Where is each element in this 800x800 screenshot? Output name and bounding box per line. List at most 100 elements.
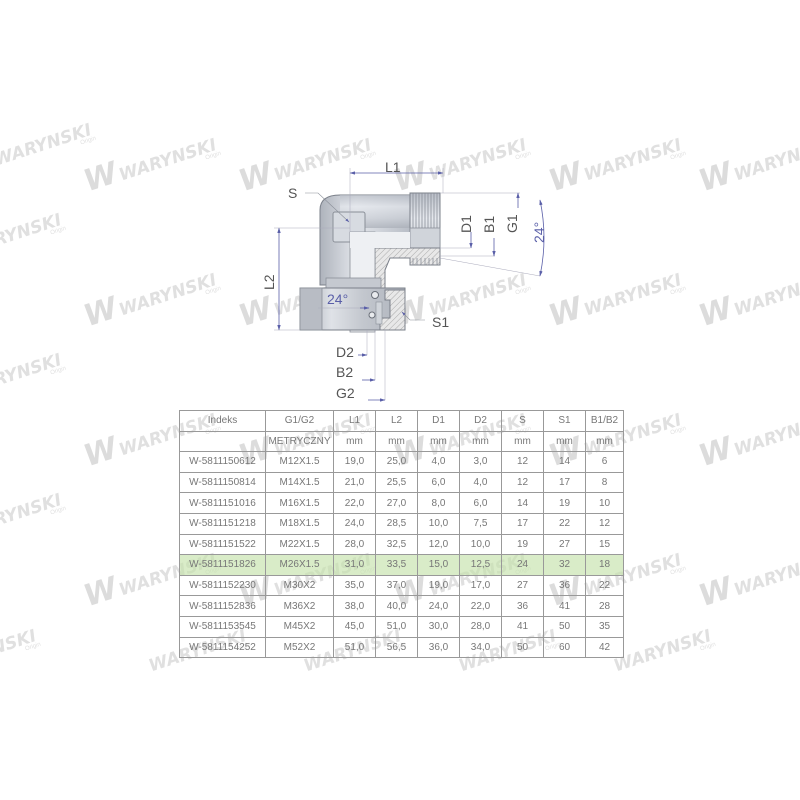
cell-d2: 17,0 <box>459 574 502 597</box>
label-S: S <box>288 185 297 201</box>
header-cell: S1 <box>543 410 586 432</box>
cell-l1: 21,0 <box>333 471 376 494</box>
label-angle-inner: 24° <box>327 291 348 307</box>
cell-s: 27 <box>501 574 544 597</box>
cell-l2: 28,5 <box>375 512 418 535</box>
cell-d1: 24,0 <box>417 595 460 617</box>
cell-s1: 32 <box>543 554 586 576</box>
cell-indeks: W-5811152836 <box>179 595 266 617</box>
cell-s: 36 <box>501 595 544 617</box>
cell-thread: M14X1.5 <box>265 471 334 494</box>
cell-l2: 37,0 <box>375 574 418 597</box>
cell-l1: 24,0 <box>333 512 376 535</box>
cell-indeks: W-5811154252 <box>179 636 266 659</box>
cell-indeks: W-5811152230 <box>179 574 266 597</box>
unit-cell: mm <box>543 430 586 453</box>
cell-l1: 35,0 <box>333 574 376 597</box>
cell-d2: 3,0 <box>459 451 502 473</box>
cell-d2: 12,5 <box>459 554 502 576</box>
cell-thread: M36X2 <box>265 595 334 617</box>
cell-l1: 28,0 <box>333 533 376 556</box>
label-L1: L1 <box>385 159 401 175</box>
cell-l2: 51,0 <box>375 615 418 638</box>
cell-thread: M22X1.5 <box>265 533 334 556</box>
spec-table: Indeks G1/G2 L1 L2 D1 D2 S S1 B1/B2 METR… <box>179 410 624 659</box>
cell-d2: 6,0 <box>459 492 502 514</box>
label-L2: L2 <box>261 274 277 290</box>
cell-s1: 60 <box>543 636 586 659</box>
table-row: W-5811152836 M36X2 38,0 40,0 24,0 22,0 3… <box>179 595 624 617</box>
cell-l1: 38,0 <box>333 595 376 617</box>
cell-l2: 33,5 <box>375 554 418 576</box>
header-cell: D2 <box>459 410 502 432</box>
label-G1: G1 <box>504 214 520 233</box>
fitting-diagram: L1 S L2 D1 B1 G1 S1 D2 B2 G2 24° 24° <box>261 159 547 402</box>
cell-s: 14 <box>501 492 544 514</box>
label-D2: D2 <box>336 344 354 360</box>
cell-indeks: W-5811151218 <box>179 512 266 535</box>
unit-cell: mm <box>375 430 418 453</box>
cell-b1b2: 15 <box>585 533 624 556</box>
cell-indeks: W-5811151522 <box>179 533 266 556</box>
cell-b1b2: 6 <box>585 451 624 473</box>
cell-l1: 31,0 <box>333 554 376 576</box>
cell-l2: 56,5 <box>375 636 418 659</box>
cell-s1: 17 <box>543 471 586 494</box>
cell-s: 17 <box>501 512 544 535</box>
cell-thread: M30X2 <box>265 574 334 597</box>
cell-d1: 10,0 <box>417 512 460 535</box>
header-cell: S <box>501 410 544 432</box>
unit-cell: mm <box>501 430 544 453</box>
cell-s1: 19 <box>543 492 586 514</box>
cell-s: 24 <box>501 554 544 576</box>
cell-d1: 36,0 <box>417 636 460 659</box>
cell-b1b2: 18 <box>585 554 624 576</box>
label-angle-right: 24° <box>531 222 547 243</box>
cell-d1: 19,0 <box>417 574 460 597</box>
unit-cell <box>179 430 266 453</box>
table-row: W-5811153545 M45X2 45,0 51,0 30,0 28,0 4… <box>179 615 624 638</box>
cell-l2: 27,0 <box>375 492 418 514</box>
table-row: W-5811150814 M14X1.5 21,0 25,5 6,0 4,0 1… <box>179 471 624 494</box>
cell-s1: 14 <box>543 451 586 473</box>
header-cell: B1/B2 <box>585 410 624 432</box>
header-cell: D1 <box>417 410 460 432</box>
cell-b1b2: 10 <box>585 492 624 514</box>
cell-thread: M18X1.5 <box>265 512 334 535</box>
cell-d2: 28,0 <box>459 615 502 638</box>
cell-thread: M45X2 <box>265 615 334 638</box>
cell-s1: 41 <box>543 595 586 617</box>
cell-d1: 15,0 <box>417 554 460 576</box>
cell-l2: 25,0 <box>375 451 418 473</box>
cell-b1b2: 8 <box>585 471 624 494</box>
cell-b1b2: 28 <box>585 595 624 617</box>
cell-indeks: W-5811151016 <box>179 492 266 514</box>
cell-d2: 10,0 <box>459 533 502 556</box>
cell-b1b2: 22 <box>585 574 624 597</box>
cell-thread: M12X1.5 <box>265 451 334 473</box>
cell-s: 12 <box>501 451 544 473</box>
table-row-highlighted: W-5811151826 M26X1.5 31,0 33,5 15,0 12,5… <box>179 554 624 576</box>
cell-indeks: W-5811153545 <box>179 615 266 638</box>
table-row: W-5811154252 M52X2 51,0 56,5 36,0 34,0 5… <box>179 636 624 659</box>
cell-s: 50 <box>501 636 544 659</box>
cell-b1b2: 42 <box>585 636 624 659</box>
table-units-row: METRYCZNY mm mm mm mm mm mm mm <box>179 430 624 453</box>
cell-l1: 45,0 <box>333 615 376 638</box>
label-G2: G2 <box>336 385 355 401</box>
table-row: W-5811151522 M22X1.5 28,0 32,5 12,0 10,0… <box>179 533 624 556</box>
cell-indeks: W-5811150814 <box>179 471 266 494</box>
label-S1: S1 <box>432 314 449 330</box>
cell-thread: M52X2 <box>265 636 334 659</box>
unit-cell: mm <box>585 430 624 453</box>
cell-thread: M26X1.5 <box>265 554 334 576</box>
